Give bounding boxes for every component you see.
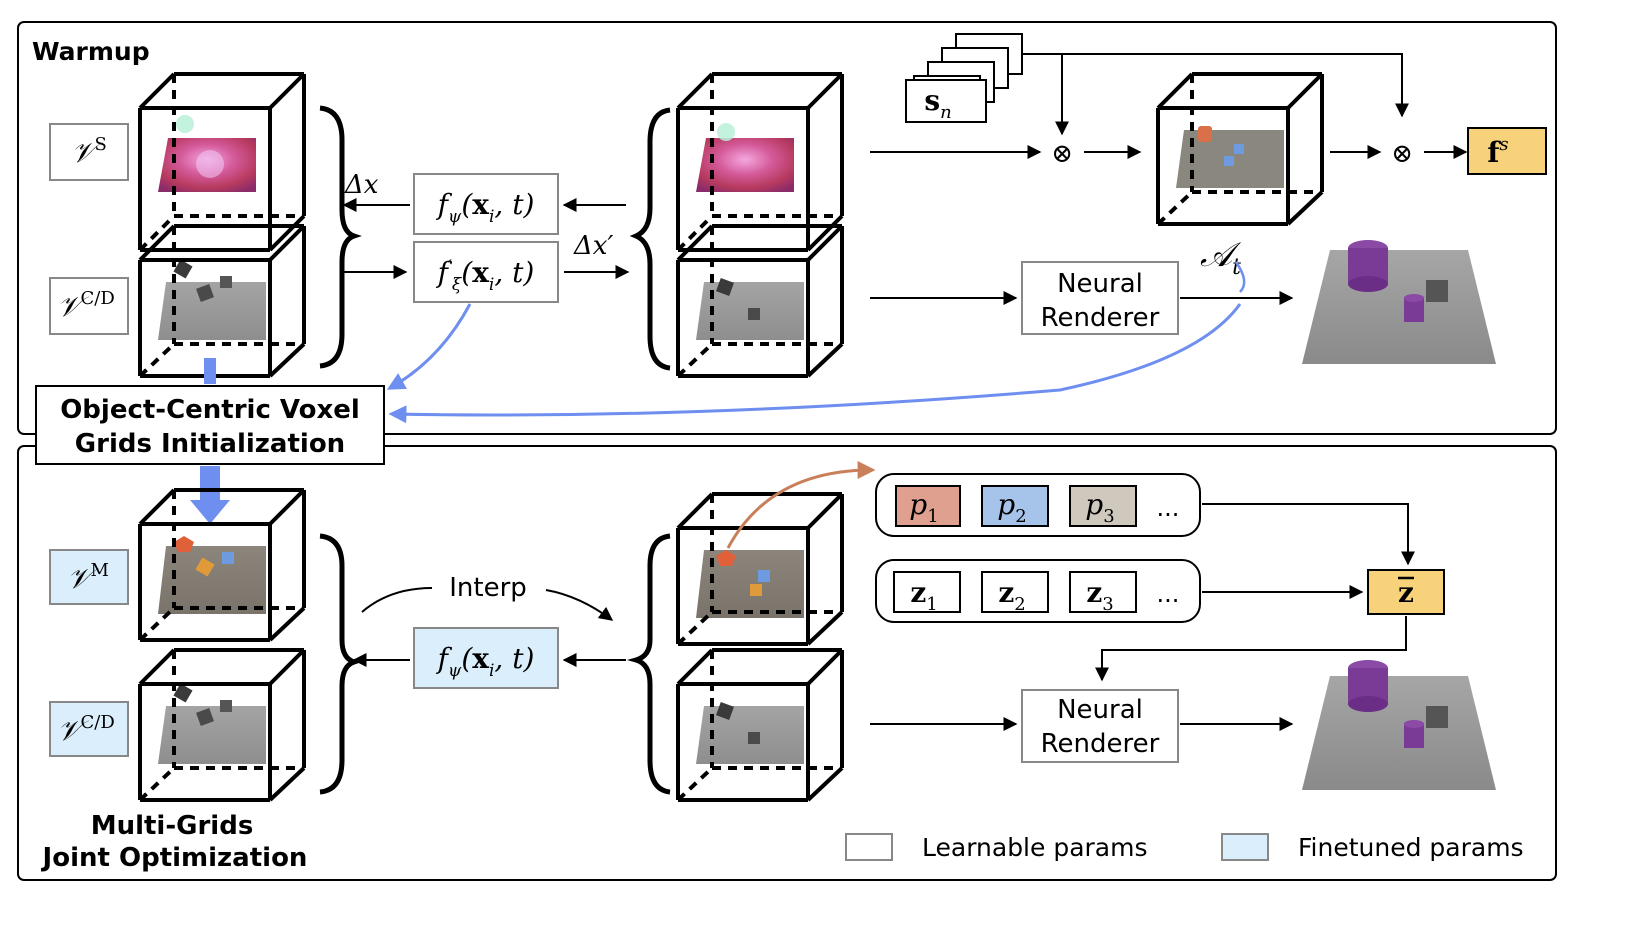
blue-arrow-image-to-init xyxy=(388,303,1242,424)
at-label: 𝒜t xyxy=(1200,235,1242,280)
arrow-p-to-zbar xyxy=(1202,503,1415,566)
p-ellipsis: ... xyxy=(1157,494,1180,522)
voxel-cube-deformed-content xyxy=(676,224,844,378)
voxel-cube-multi xyxy=(138,488,306,642)
init-line2: Grids Initialization xyxy=(75,429,345,459)
voxel-cube-content-bottom xyxy=(138,648,306,802)
voxel-cube-style xyxy=(138,72,306,252)
f-psi-bottom-box xyxy=(413,627,559,689)
vcd-bottom-label-box xyxy=(49,701,129,757)
interp-label: Interp xyxy=(449,573,527,603)
init-box xyxy=(35,385,385,465)
renderer-top-line2: Renderer xyxy=(1041,303,1160,333)
rendered-scene-bottom xyxy=(1302,660,1496,790)
z3-box xyxy=(1069,571,1137,613)
joint-panel xyxy=(17,445,1557,881)
z-ellipsis: ... xyxy=(1157,580,1180,608)
vcd-label-box xyxy=(49,277,129,335)
blue-arrow-init-to-vm xyxy=(190,466,230,524)
legend-learnable-swatch xyxy=(845,833,893,861)
delta-x-label: Δx xyxy=(344,170,379,200)
legend-finetuned-label: Finetuned params xyxy=(1298,833,1524,862)
at-arrow xyxy=(1234,261,1246,293)
f-xi-box xyxy=(413,241,559,303)
sn-stack xyxy=(905,33,1023,123)
renderer-top-line1: Neural xyxy=(1057,269,1143,299)
warmup-title: Warmup xyxy=(32,37,150,66)
otimes-1: ⊗ xyxy=(1051,139,1073,169)
interp-arrow-left xyxy=(361,587,433,613)
vcd-bottom-label: 𝒱C/D xyxy=(57,712,115,747)
joint-title-line1: Multi-Grids xyxy=(91,811,254,841)
neural-renderer-bottom xyxy=(1021,689,1179,763)
orange-arrow-to-p xyxy=(726,461,876,549)
p1-box xyxy=(895,485,961,527)
interp-arrow-right xyxy=(545,589,614,621)
delta-x-prime-label: Δx′ xyxy=(573,231,613,261)
warmup-panel xyxy=(17,21,1557,435)
fs-box xyxy=(1467,127,1547,175)
vs-label-box xyxy=(49,123,129,181)
attention-cube xyxy=(1156,72,1324,226)
z2-box xyxy=(981,571,1049,613)
zbar-label: z xyxy=(1398,576,1414,609)
left-brace-middle-top xyxy=(629,107,671,371)
legend-finetuned-swatch xyxy=(1221,833,1269,861)
voxel-cube-content xyxy=(138,224,306,378)
renderer-bottom-line1: Neural xyxy=(1057,695,1143,725)
right-brace-bottom xyxy=(319,533,362,795)
voxel-cube-content-deformed-bottom xyxy=(676,648,844,802)
vm-label-box xyxy=(49,549,129,605)
init-line1: Object-Centric Voxel xyxy=(60,395,360,425)
sn-line xyxy=(1022,53,1409,118)
z1-box xyxy=(893,571,961,613)
neural-renderer-top xyxy=(1021,261,1179,335)
rendered-scene-top xyxy=(1302,240,1496,364)
left-brace-middle-bottom xyxy=(626,533,671,795)
right-brace-top xyxy=(319,105,362,369)
arrow-zbar-to-renderer xyxy=(1095,616,1407,682)
blue-arrow-fxi-to-init xyxy=(386,303,472,390)
otimes-2: ⊗ xyxy=(1391,139,1413,169)
renderer-bottom-line2: Renderer xyxy=(1041,729,1160,759)
p2-box xyxy=(981,485,1049,527)
legend-learnable-label: Learnable params xyxy=(922,833,1148,862)
z1-label: z1 xyxy=(910,576,937,615)
p3-box xyxy=(1069,485,1137,527)
f-psi-box xyxy=(413,173,559,235)
joint-title-line2: Joint Optimization xyxy=(41,843,308,873)
voxel-cube-deformed-style xyxy=(676,72,844,252)
voxel-cube-multi-deformed xyxy=(676,492,844,646)
